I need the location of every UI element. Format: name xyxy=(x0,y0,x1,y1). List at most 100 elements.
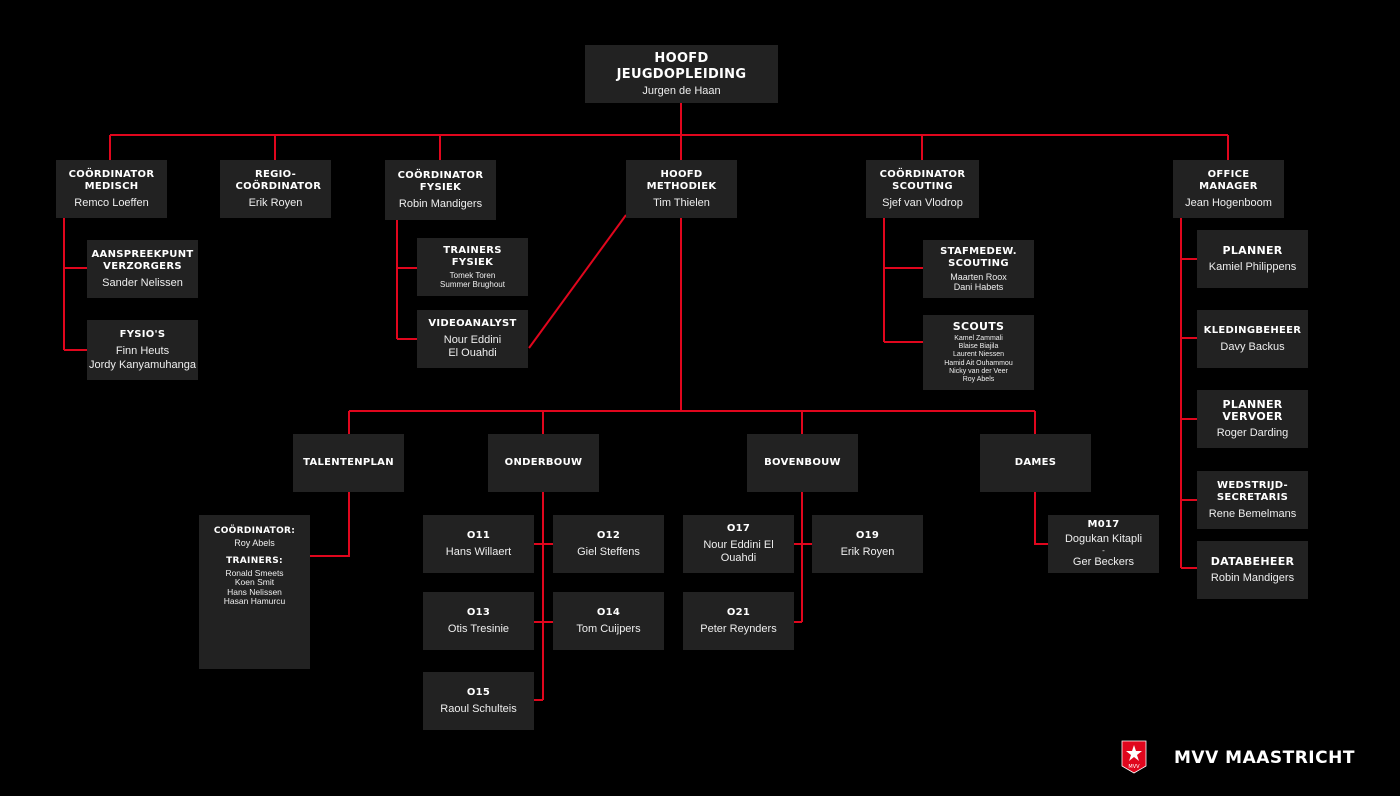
node-dames: DAMES xyxy=(980,434,1091,492)
team-title: O21 xyxy=(726,606,751,618)
team-title: O19 xyxy=(855,529,880,541)
team-coach: Hans Willaert xyxy=(445,545,512,558)
team-title: O12 xyxy=(596,529,621,541)
team-title: O17 xyxy=(726,523,751,534)
node-name: Robin Mandigers xyxy=(1210,571,1295,584)
node-title: ONDERBOUW xyxy=(504,457,583,468)
node-coordinator-medisch: COÖRDINATOR MEDISCH Remco Loeffen xyxy=(56,160,167,218)
node-coordinator-scouting: COÖRDINATOR SCOUTING Sjef van Vlodrop xyxy=(866,160,979,218)
node-title: OFFICE MANAGER xyxy=(1199,168,1258,192)
node-title: FYSIO'S xyxy=(119,328,166,340)
node-databeheer: DATABEHEER Robin Mandigers xyxy=(1197,541,1308,599)
node-title: DAMES xyxy=(1014,457,1057,468)
node-name: Maarten Roox xyxy=(950,272,1007,282)
node-title: COÖRDINATOR SCOUTING xyxy=(879,168,966,192)
node-name: Sander Nelissen xyxy=(102,276,183,289)
node-planner: PLANNER Kamiel Philippens xyxy=(1197,230,1308,288)
node-title: STAFMEDEW. SCOUTING xyxy=(940,246,1017,269)
node-title: TALENTENPLAN xyxy=(303,457,394,468)
node-talentenplan: TALENTENPLAN xyxy=(293,434,404,492)
node-aanspreekpunt-verzorgers: AANSPREEKPUNT VERZORGERS Sander Nelissen xyxy=(87,240,198,298)
node-talentenplan-staff: COÖRDINATOR: Roy Abels TRAINERS: Ronald … xyxy=(199,515,310,669)
team-coach: Otis Tresinie xyxy=(447,622,510,635)
team-coach: Raoul Schulteis xyxy=(440,702,517,715)
node-name: Laurent Niessen xyxy=(953,351,1004,359)
node-title: PLANNER VERVOER xyxy=(1222,397,1283,423)
node-name: Jurgen de Haan xyxy=(642,84,721,97)
node-regio-coordinator: REGIO-COÖRDINATOR Erik Royen xyxy=(220,160,331,218)
node-team-o11: O11 Hans Willaert xyxy=(423,515,534,573)
node-team-o13: O13 Otis Tresinie xyxy=(423,592,534,650)
node-fysios: FYSIO'S Finn Heuts Jordy Kanyamuhanga xyxy=(87,320,198,380)
node-title: SCOUTS xyxy=(952,319,1005,333)
node-videoanalyst: VIDEOANALYST Nour Eddini El Ouahdi xyxy=(417,310,528,368)
node-hoofd-jeugdopleiding: HOOFD JEUGDOPLEIDING Jurgen de Haan xyxy=(585,45,778,103)
node-team-o19: O19 Erik Royen xyxy=(812,515,923,573)
team-title: O13 xyxy=(466,606,491,618)
node-onderbouw: ONDERBOUW xyxy=(488,434,599,492)
node-name: Nour Eddini xyxy=(443,334,502,346)
team-coach: Erik Royen xyxy=(840,545,895,558)
node-name: Robin Mandigers xyxy=(398,197,483,210)
node-name: Nicky van der Veer xyxy=(949,367,1008,375)
node-name: Davy Backus xyxy=(1220,340,1285,353)
team-coach: Dogukan Kitapli xyxy=(1064,533,1143,546)
team-coach: Tom Cuijpers xyxy=(576,622,641,635)
node-title: TRAINERS FYSIEK xyxy=(443,244,502,268)
node-title: PLANNER xyxy=(1222,243,1283,257)
node-name: Dani Habets xyxy=(953,281,1004,292)
node-title: BOVENBOUW xyxy=(764,457,841,468)
team-coach: Nour Eddini El Ouahdi xyxy=(703,539,774,564)
node-name: Blaise Biajila xyxy=(958,342,999,350)
node-title: DATABEHEER xyxy=(1210,554,1295,568)
team-title: M017 xyxy=(1087,519,1120,531)
mvv-logo-icon: MVV xyxy=(1121,740,1147,774)
node-bovenbouw: BOVENBOUW xyxy=(747,434,858,492)
node-title: REGIO-COÖRDINATOR xyxy=(235,168,322,192)
node-team-o15: O15 Raoul Schulteis xyxy=(423,672,534,730)
node-title: HOOFD METHODIEK xyxy=(646,168,717,192)
node-name: Rene Bemelmans xyxy=(1208,507,1297,520)
node-title: HOOFD JEUGDOPLEIDING xyxy=(616,50,747,82)
node-title: KLEDINGBEHEER xyxy=(1203,324,1302,336)
node-name: El Ouahdi xyxy=(448,347,497,359)
trainer-name: Ronald Smeets xyxy=(225,567,284,578)
separator: - xyxy=(1102,546,1105,556)
node-name: Summer Brughout xyxy=(440,280,505,289)
node-name: Erik Royen xyxy=(248,196,303,209)
node-wedstrijdsecretaris: WEDSTRIJD-SECRETARIS Rene Bemelmans xyxy=(1197,471,1308,529)
trainers-label: TRAINERS: xyxy=(226,555,283,566)
node-team-o14: O14 Tom Cuijpers xyxy=(553,592,664,650)
node-planner-vervoer: PLANNER VERVOER Roger Darding xyxy=(1197,390,1308,448)
node-name: Tomek Toren xyxy=(449,270,496,280)
coordinator-name: Roy Abels xyxy=(234,538,275,548)
node-name: Finn Heuts xyxy=(115,344,170,357)
node-team-o17: O17 Nour Eddini El Ouahdi xyxy=(683,515,794,573)
node-team-o12: O12 Giel Steffens xyxy=(553,515,664,573)
node-office-manager: OFFICE MANAGER Jean Hogenboom xyxy=(1173,160,1284,218)
node-title: AANSPREEKPUNT VERZORGERS xyxy=(91,248,194,272)
node-kledingbeheer: KLEDINGBEHEER Davy Backus xyxy=(1197,310,1308,368)
node-name: Roger Darding xyxy=(1216,426,1289,439)
node-title: COÖRDINATOR MEDISCH xyxy=(68,168,155,192)
team-title: O11 xyxy=(466,529,491,541)
node-team-m017: M017 Dogukan Kitapli - Ger Beckers xyxy=(1048,515,1159,573)
trainer-name: Koen Smit xyxy=(234,577,275,587)
team-title: O15 xyxy=(466,686,491,698)
team-title: O14 xyxy=(596,606,621,618)
node-title: VIDEOANALYST xyxy=(428,318,517,329)
trainer-name: Hasan Hamurcu xyxy=(223,596,286,606)
coordinator-label: COÖRDINATOR: xyxy=(213,526,296,536)
node-coordinator-fysiek: COÖRDINATOR FYSIEK Robin Mandigers xyxy=(385,160,496,220)
node-name: Kamel Zammali xyxy=(954,334,1003,342)
node-trainers-fysiek: TRAINERS FYSIEK Tomek Toren Summer Brugh… xyxy=(417,238,528,296)
node-name: Jean Hogenboom xyxy=(1185,196,1272,209)
team-coach: Giel Steffens xyxy=(577,545,640,558)
svg-text:MVV: MVV xyxy=(1128,764,1140,770)
node-title: WEDSTRIJD-SECRETARIS xyxy=(1216,479,1289,503)
node-name: Hamid Ait Ouhammou xyxy=(944,359,1013,367)
node-stafmedew-scouting: STAFMEDEW. SCOUTING Maarten Roox Dani Ha… xyxy=(923,240,1034,298)
node-name: Sjef van Vlodrop xyxy=(882,196,963,209)
trainer-name: Hans Nelissen xyxy=(227,586,282,597)
brand-name: MVV MAASTRICHT xyxy=(1174,748,1355,768)
